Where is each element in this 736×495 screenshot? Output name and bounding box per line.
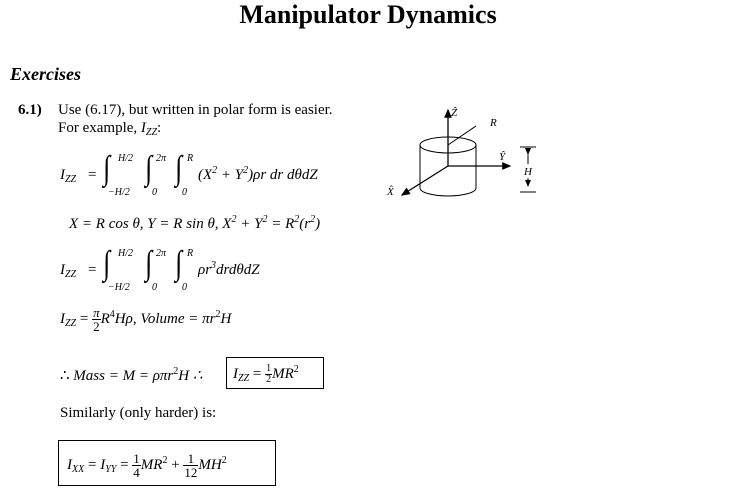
- radius-label: R: [489, 117, 497, 129]
- intro-colon: :: [157, 120, 162, 136]
- equation-mass: ∴ Mass = M = ρπr2H ∴: [60, 366, 203, 384]
- eq3-lim2-bottom: 0: [152, 282, 157, 293]
- eq1-lim3-top: R: [187, 153, 194, 164]
- similarly-text: Similarly (only harder) is:: [60, 405, 217, 421]
- eq3-lhs: IZZ: [60, 262, 77, 280]
- integral-sign-4: ∫: [103, 245, 111, 282]
- intro-prefix: For example,: [58, 120, 141, 136]
- problem-number: 6.1): [18, 102, 42, 118]
- integral-sign-1: ∫: [103, 150, 111, 187]
- eq1-lim1-bottom: −H/2: [108, 187, 130, 198]
- problem-intro-line2: For example, IZZ:: [58, 120, 162, 138]
- eq1-integrand: (X2 + Y2)ρr dr dθdZ: [198, 165, 318, 183]
- section-heading: Exercises: [10, 64, 81, 84]
- z-axis-label: Ẑ: [451, 107, 458, 119]
- x-axis-label: X̂: [386, 185, 395, 198]
- problem-intro-line1: Use (6.17), but written in polar form is…: [58, 102, 333, 118]
- eq3-lim3-bottom: 0: [182, 282, 187, 293]
- eq1-lim2-top: 2π: [156, 153, 167, 164]
- eq1-equals: =: [88, 167, 97, 183]
- integral-sign-5: ∫: [145, 245, 153, 282]
- page-title: Manipulator Dynamics: [239, 0, 497, 29]
- cylinder-figure: R Ẑ Ŷ X̂ H: [386, 107, 536, 198]
- integral-sign-2: ∫: [145, 150, 153, 187]
- equation-izz-polar-integral: IZZ = ∫ H/2 −H/2 ∫ 2π 0 ∫ R 0 ρr3drdθdZ: [60, 245, 360, 300]
- x-axis-arrow: [400, 165, 449, 196]
- eq1-lim2-bottom: 0: [152, 187, 157, 198]
- izz-symbol: I: [140, 120, 146, 136]
- cylinder-bottom-arc: [419, 187, 477, 197]
- height-label: H: [523, 166, 533, 178]
- izz-subscript: ZZ: [145, 127, 158, 138]
- eq3-lim3-top: R: [187, 248, 194, 259]
- eq3-lim1-top: H/2: [118, 248, 133, 259]
- eq3-lim2-top: 2π: [156, 248, 167, 259]
- radius-line: [447, 125, 477, 146]
- eq3-integrand: ρr3drdθdZ: [198, 260, 260, 278]
- equation-polar-substitution: X = R cos θ, Y = R sin θ, X2 + Y2 = R2(r…: [69, 214, 321, 232]
- eq1-lhs: IZZ: [60, 167, 77, 185]
- eq1-lim1-top: H/2: [118, 153, 133, 164]
- integral-sign-6: ∫: [175, 245, 183, 282]
- eq3-equals: =: [88, 262, 97, 278]
- eq1-lim3-bottom: 0: [182, 187, 187, 198]
- integral-sign-3: ∫: [175, 150, 183, 187]
- eq3-lim1-bottom: −H/2: [108, 282, 130, 293]
- equation-izz-integral: IZZ = ∫ H/2 −H/2 ∫ 2π 0 ∫ R 0 (X2 + Y2)ρ…: [60, 150, 360, 200]
- y-axis-label: Ŷ: [499, 151, 507, 163]
